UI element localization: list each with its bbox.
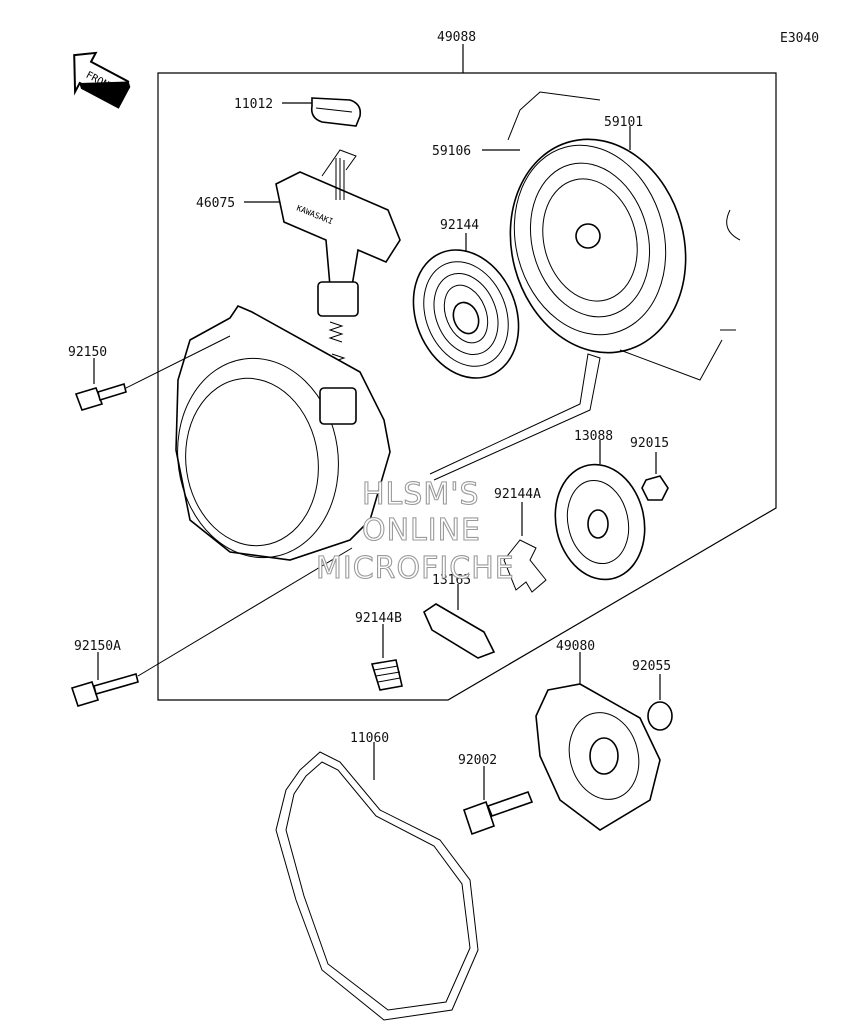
cap-11012 (310, 97, 362, 127)
watermark-line-3: MICROFICHE (316, 551, 515, 586)
diagram-code: E3040 (780, 31, 819, 46)
label-49088: 49088 (437, 30, 476, 45)
recoil-spring-92144 (412, 249, 520, 379)
watermark: HLSM'S ONLINE MICROFICHE (315, 476, 515, 586)
pulley-59101 (507, 91, 741, 381)
ratchet-13088 (554, 463, 646, 581)
watermark-line-1: HLSM'S (362, 477, 480, 512)
label-92150: 92150 (68, 345, 107, 360)
label-11060: 11060 (350, 731, 389, 746)
label-92015: 92015 (630, 436, 669, 451)
label-13165: 13165 (432, 573, 471, 588)
label-49080: 49080 (556, 639, 595, 654)
starter-rope (429, 353, 601, 481)
label-46075: 46075 (196, 196, 235, 211)
pawl-13165 (422, 603, 496, 659)
front-arrow-icon: FRONT (73, 51, 131, 109)
bolt-92150 (74, 382, 127, 411)
bolt-92150A (70, 673, 139, 707)
label-59106: 59106 (432, 144, 471, 159)
watermark-line-2: ONLINE (362, 513, 481, 548)
label-92144: 92144 (440, 218, 479, 233)
handle-46075: KAWASAKI (275, 149, 401, 317)
label-92144A: 92144A (494, 487, 541, 502)
label-92002: 92002 (458, 753, 497, 768)
label-13088: 13088 (574, 429, 613, 444)
assembly-outline (157, 72, 777, 701)
cup-49080 (535, 683, 661, 831)
spring-clip-92144A (503, 539, 547, 593)
label-92150A: 92150A (74, 639, 121, 654)
spring-92144B (370, 659, 403, 691)
nut-92015 (641, 475, 669, 501)
label-11012: 11012 (234, 97, 273, 112)
bolt-92002 (462, 790, 534, 836)
o-ring-92055 (647, 701, 673, 731)
gasket-11060 (275, 751, 479, 1021)
label-92144B: 92144B (355, 611, 402, 626)
label-59101: 59101 (604, 115, 643, 130)
label-92055: 92055 (632, 659, 671, 674)
recoil-housing (175, 305, 391, 561)
